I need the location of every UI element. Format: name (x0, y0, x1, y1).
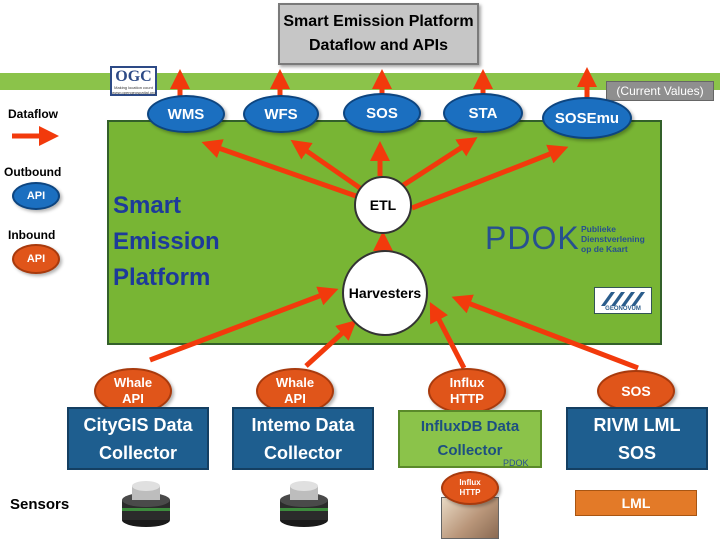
platform-label-line-2: Emission (113, 228, 220, 255)
arrow-etl-wms (201, 139, 357, 199)
ogc-logo-text: OGC (115, 68, 152, 85)
inbound-2-line-1: Whale (275, 375, 315, 390)
sensors-label: Sensors (10, 496, 70, 513)
api-wfs: WFS (243, 95, 319, 133)
collector-influxdb-line-1: InfluxDB Data (420, 418, 520, 435)
geonovum-mark-icon (601, 292, 645, 306)
etl-node: ETL (354, 176, 412, 234)
sensor-citygis-icon (118, 478, 174, 528)
platform-label-line-3: Platform (113, 264, 211, 291)
diagram-title: Smart Emission Platform Dataflow and API… (278, 3, 479, 65)
arrow-intemo-harvesters (304, 319, 357, 368)
inbound-1-line-1: Whale (113, 375, 153, 390)
arrow-etl-sta (400, 137, 478, 189)
title-line-2: Dataflow and APIs (309, 37, 448, 54)
ogc-url: www.opengeospatial.org (112, 90, 156, 95)
api-wms: WMS (147, 95, 225, 133)
legend-outbound-api: API (12, 182, 60, 210)
inbound-3-line-1: Influx (449, 375, 485, 390)
platform-label-line-1: Smart (113, 192, 182, 219)
pdok-logo: PDOK (485, 220, 580, 256)
legend-inbound-label: Inbound (8, 228, 56, 242)
collector-citygis-line-2: Collector (98, 442, 177, 463)
inbound-3-line-2: HTTP (450, 391, 484, 406)
collector-intemo-line-1: Intemo Data (251, 414, 355, 435)
influx-small-line-2: HTTP (459, 488, 481, 497)
inbound-2-line-2: API (284, 391, 306, 406)
sensor-intemo-icon (276, 478, 332, 528)
ogc-logo: OGC Making location count www.opengeospa… (110, 66, 157, 96)
lml-box: LML (575, 490, 697, 516)
legend-inbound-api: API (12, 244, 60, 274)
legend-outbound-label: Outbound (4, 165, 62, 179)
collector-rivm-line-1: RIVM LML (593, 414, 681, 435)
pdok-sub-1: Publieke (581, 224, 616, 234)
pdok-mini-logo: PDOK (503, 458, 529, 468)
platform-label: Smart Emission Platform (113, 188, 253, 296)
collector-citygis-line-1: CityGIS Data (83, 414, 193, 435)
influx-small-line-1: Influx (459, 478, 481, 487)
arrow-citygis-harvesters (149, 286, 339, 363)
current-values-tag: (Current Values) (606, 81, 714, 101)
title-line-1: Smart Emission Platform (283, 13, 474, 30)
arrow-etl-wfs (290, 139, 362, 191)
ogc-tagline: Making location count (114, 85, 153, 90)
pdok-sub-2: Dienstverlening (581, 234, 645, 244)
collector-intemo-line-2: Collector (263, 442, 342, 463)
collector-influxdb-line-2: Collector (437, 442, 503, 459)
api-sos: SOS (343, 93, 421, 133)
inbound-sos: SOS (597, 370, 675, 412)
geonovum-logo: GEONOVUM (594, 287, 652, 314)
api-sta: STA (443, 93, 523, 133)
collector-rivm-line-2: SOS (617, 442, 656, 463)
pdok-subtitle: Publieke Dienstverlening op de Kaart (581, 224, 645, 254)
arrow-influx-harvesters (429, 302, 467, 370)
inbound-1-line-2: API (122, 391, 144, 406)
arrow-rivm-harvesters (451, 294, 639, 371)
arrow-etl-sosemu (411, 144, 569, 211)
harvesters-node: Harvesters (342, 250, 428, 336)
legend-dataflow-label: Dataflow (8, 107, 59, 121)
pdok-sub-3: op de Kaart (581, 244, 628, 254)
collector-rivm: RIVM LML SOS (566, 407, 708, 470)
api-sosemu: SOSEmu (542, 97, 632, 139)
geonovum-text: GEONOVUM (605, 306, 641, 312)
